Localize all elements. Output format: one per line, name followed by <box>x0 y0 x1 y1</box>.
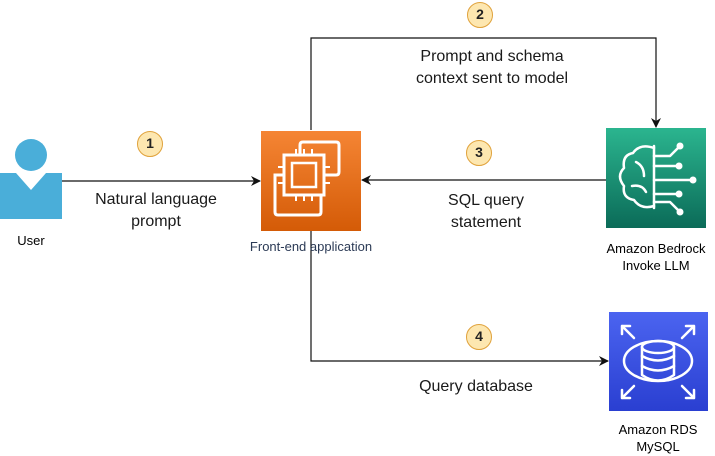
rds-database-icon <box>609 312 708 411</box>
step-2-line2: context sent to model <box>415 70 569 87</box>
bedrock-brain-icon <box>606 128 706 228</box>
bedrock-label: Amazon Bedrock Invoke LLM <box>586 240 715 274</box>
step-2-label: Prompt and schema context sent to model <box>392 46 592 90</box>
connector-frontend-to-bedrock <box>310 37 661 130</box>
frontend-label: Front-end application <box>249 239 373 254</box>
step-3-line2: statement <box>450 214 522 231</box>
step-3-line1: SQL query <box>448 192 524 209</box>
bedrock-label-line1: Amazon Bedrock <box>606 241 706 256</box>
ec2-chip-icon <box>261 131 361 231</box>
rds-label-line2: MySQL <box>636 439 680 454</box>
user-icon <box>0 139 62 219</box>
rds-label: Amazon RDS MySQL <box>598 421 715 455</box>
user-label: User <box>17 233 45 248</box>
step-2-badge: 2 <box>467 2 493 28</box>
step-1-label: Natural language prompt <box>76 189 236 233</box>
step-1-line2: prompt <box>131 213 181 230</box>
step-3-label: SQL query statement <box>416 190 556 234</box>
step-1-badge: 1 <box>137 131 163 157</box>
rds-label-line1: Amazon RDS <box>618 422 698 437</box>
step-4-line1: Query database <box>419 378 533 395</box>
bedrock-label-line2: Invoke LLM <box>622 258 690 273</box>
step-4-badge: 4 <box>466 324 492 350</box>
step-2-line1: Prompt and schema <box>420 48 564 65</box>
connector-frontend-to-rds <box>310 231 609 366</box>
step-4-label: Query database <box>396 376 556 398</box>
step-3-badge: 3 <box>466 140 492 166</box>
step-1-line1: Natural language <box>95 191 217 208</box>
